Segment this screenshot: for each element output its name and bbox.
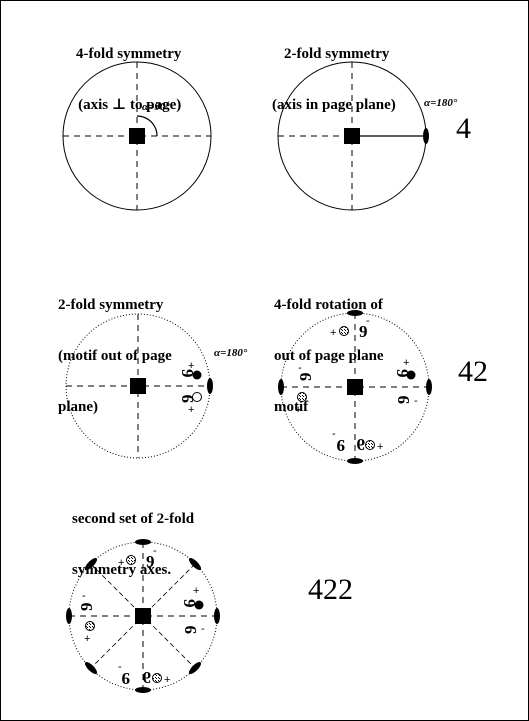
caption-4fold-rotation-line1: 4-fold rotation of — [274, 297, 383, 313]
motif-plus-sign: + — [193, 585, 199, 597]
twofold-axis-lens-icon — [347, 310, 363, 316]
motif-minus-sign: - — [366, 315, 370, 327]
point-group-label-4: 4 — [456, 112, 471, 145]
caption-4fold-line2: (axis ⊥ to page) — [78, 97, 182, 113]
caption-2fold-motif-line2: (motif out of page — [58, 348, 172, 364]
caption-2fold-motif-line3: plane) — [58, 399, 99, 415]
motif-glyph: 9 — [359, 322, 368, 341]
motif-glyph-lower: 9 — [178, 395, 197, 404]
twofold-axis-lens-icon — [426, 379, 432, 395]
caption-4fold-rotation: 4-fold rotation of out of page plane mot… — [274, 263, 384, 433]
panel-4fold-rotation: + 9 - + 9 9 - 9 - + 9 - 9 + — [278, 310, 432, 464]
caption-4fold-rotation-line2: out of page plane — [274, 348, 384, 364]
motif-hatched-dot-icon — [152, 673, 162, 683]
motif-filled-dot-icon — [192, 370, 202, 380]
motif-glyph: 9 — [77, 603, 96, 612]
caption-2fold-motif-line1: 2-fold symmetry — [58, 297, 164, 313]
panel-2fold-inplane: α=180° — [277, 61, 458, 211]
motif-plus-sign: + — [188, 404, 194, 416]
diagonal-twofold-lens-icon — [188, 557, 202, 571]
rotation-angle-arc — [136, 115, 158, 137]
fourfold-axis-square-icon — [129, 128, 145, 144]
caption-2fold-inplane: 2-fold symmetry (axis in page plane) — [272, 12, 396, 131]
caption-second-set-line1: second set of 2-fold — [72, 511, 195, 527]
fourfold-axis-square-icon — [344, 128, 360, 144]
motif-glyph: 9 — [146, 552, 155, 571]
motif-hatched-dot-icon — [365, 440, 375, 450]
twofold-axis-lens-icon — [278, 379, 284, 395]
motif-glyph: 9 — [143, 668, 152, 687]
motif-plus-sign: + — [188, 360, 194, 372]
motif-minus-sign: - — [414, 395, 418, 407]
motif-plus-sign: + — [295, 404, 301, 416]
motif-hatched-dot-icon — [126, 555, 136, 565]
twofold-axis-lens-icon — [135, 687, 151, 693]
motif-glyph: 9 — [180, 599, 199, 608]
twofold-axis-lens-icon — [347, 458, 363, 464]
fourfold-axis-square-icon — [347, 379, 363, 395]
motif-open-dot-icon — [192, 392, 202, 402]
fourfold-axis-square-icon — [130, 378, 146, 394]
motif-hatched-dot-icon — [297, 392, 307, 402]
diagonal-twofold-lens-icon — [84, 557, 98, 571]
caption-4fold-rotation-line3: motif — [274, 399, 309, 415]
panel-second-set: + 9 - + 9 9 - 9 - + 9 - 9 + — [66, 539, 220, 693]
motif-minus-sign: - — [118, 661, 122, 673]
motif-plus-sign: + — [118, 557, 124, 569]
motif-plus-sign: + — [377, 441, 383, 453]
motif-glyph: 9 — [337, 436, 346, 455]
twofold-axis-lens-icon — [135, 539, 151, 545]
twofold-axis-lens-icon — [207, 378, 213, 394]
motif-minus-sign: - — [82, 590, 86, 602]
caption-2fold-inplane-line2: (axis in page plane) — [272, 97, 396, 113]
point-group-label-422: 422 — [308, 573, 353, 606]
motif-filled-dot-icon — [406, 370, 416, 380]
motif-minus-sign: - — [201, 623, 205, 635]
diagonal-twofold-lens-icon — [84, 661, 98, 675]
motif-glyph: 9 — [122, 669, 131, 688]
diagonal-twofold-lens-icon — [188, 661, 202, 675]
motif-plus-sign: + — [403, 357, 409, 369]
motif-plus-sign: + — [84, 633, 90, 645]
motif-filled-dot-icon — [194, 600, 204, 610]
twofold-axis-lens-icon — [66, 608, 72, 624]
twofold-axis-lens-icon — [214, 608, 220, 624]
motif-plus-sign: + — [330, 327, 336, 339]
motif-glyph: 9 — [181, 626, 200, 635]
motif-minus-sign: - — [153, 545, 157, 557]
motif-glyph: 9 — [296, 373, 315, 382]
twofold-axis-lens-icon — [423, 128, 429, 144]
caption-4fold: 4-fold symmetry (axis ⊥ to page) — [76, 12, 181, 131]
caption-2fold-motif: 2-fold symmetry (motif out of page plane… — [58, 263, 172, 433]
motif-minus-sign: - — [298, 362, 302, 374]
motif-glyph: 9 — [394, 396, 413, 405]
motif-hatched-dot-icon — [85, 621, 95, 631]
angle-label: α=180° — [424, 97, 458, 109]
point-group-label-42: 42 — [458, 355, 488, 388]
caption-4fold-line1: 4-fold symmetry — [76, 46, 182, 62]
angle-label: α=90° — [142, 101, 170, 113]
motif-plus-sign: + — [164, 674, 170, 686]
motif-minus-sign: - — [332, 428, 336, 440]
motif-glyph: 9 — [357, 435, 366, 454]
angle-label: α=180° — [214, 347, 248, 359]
fourfold-axis-square-icon — [135, 608, 151, 624]
motif-glyph: 9 — [393, 369, 412, 378]
motif-hatched-dot-icon — [339, 326, 349, 336]
panel-4fold: α=90° — [62, 61, 212, 211]
motif-glyph-upper: 9 — [178, 369, 197, 378]
panel-2fold-motif: α=180° + 9 9 + — [65, 313, 248, 459]
caption-2fold-inplane-line1: 2-fold symmetry — [284, 46, 390, 62]
